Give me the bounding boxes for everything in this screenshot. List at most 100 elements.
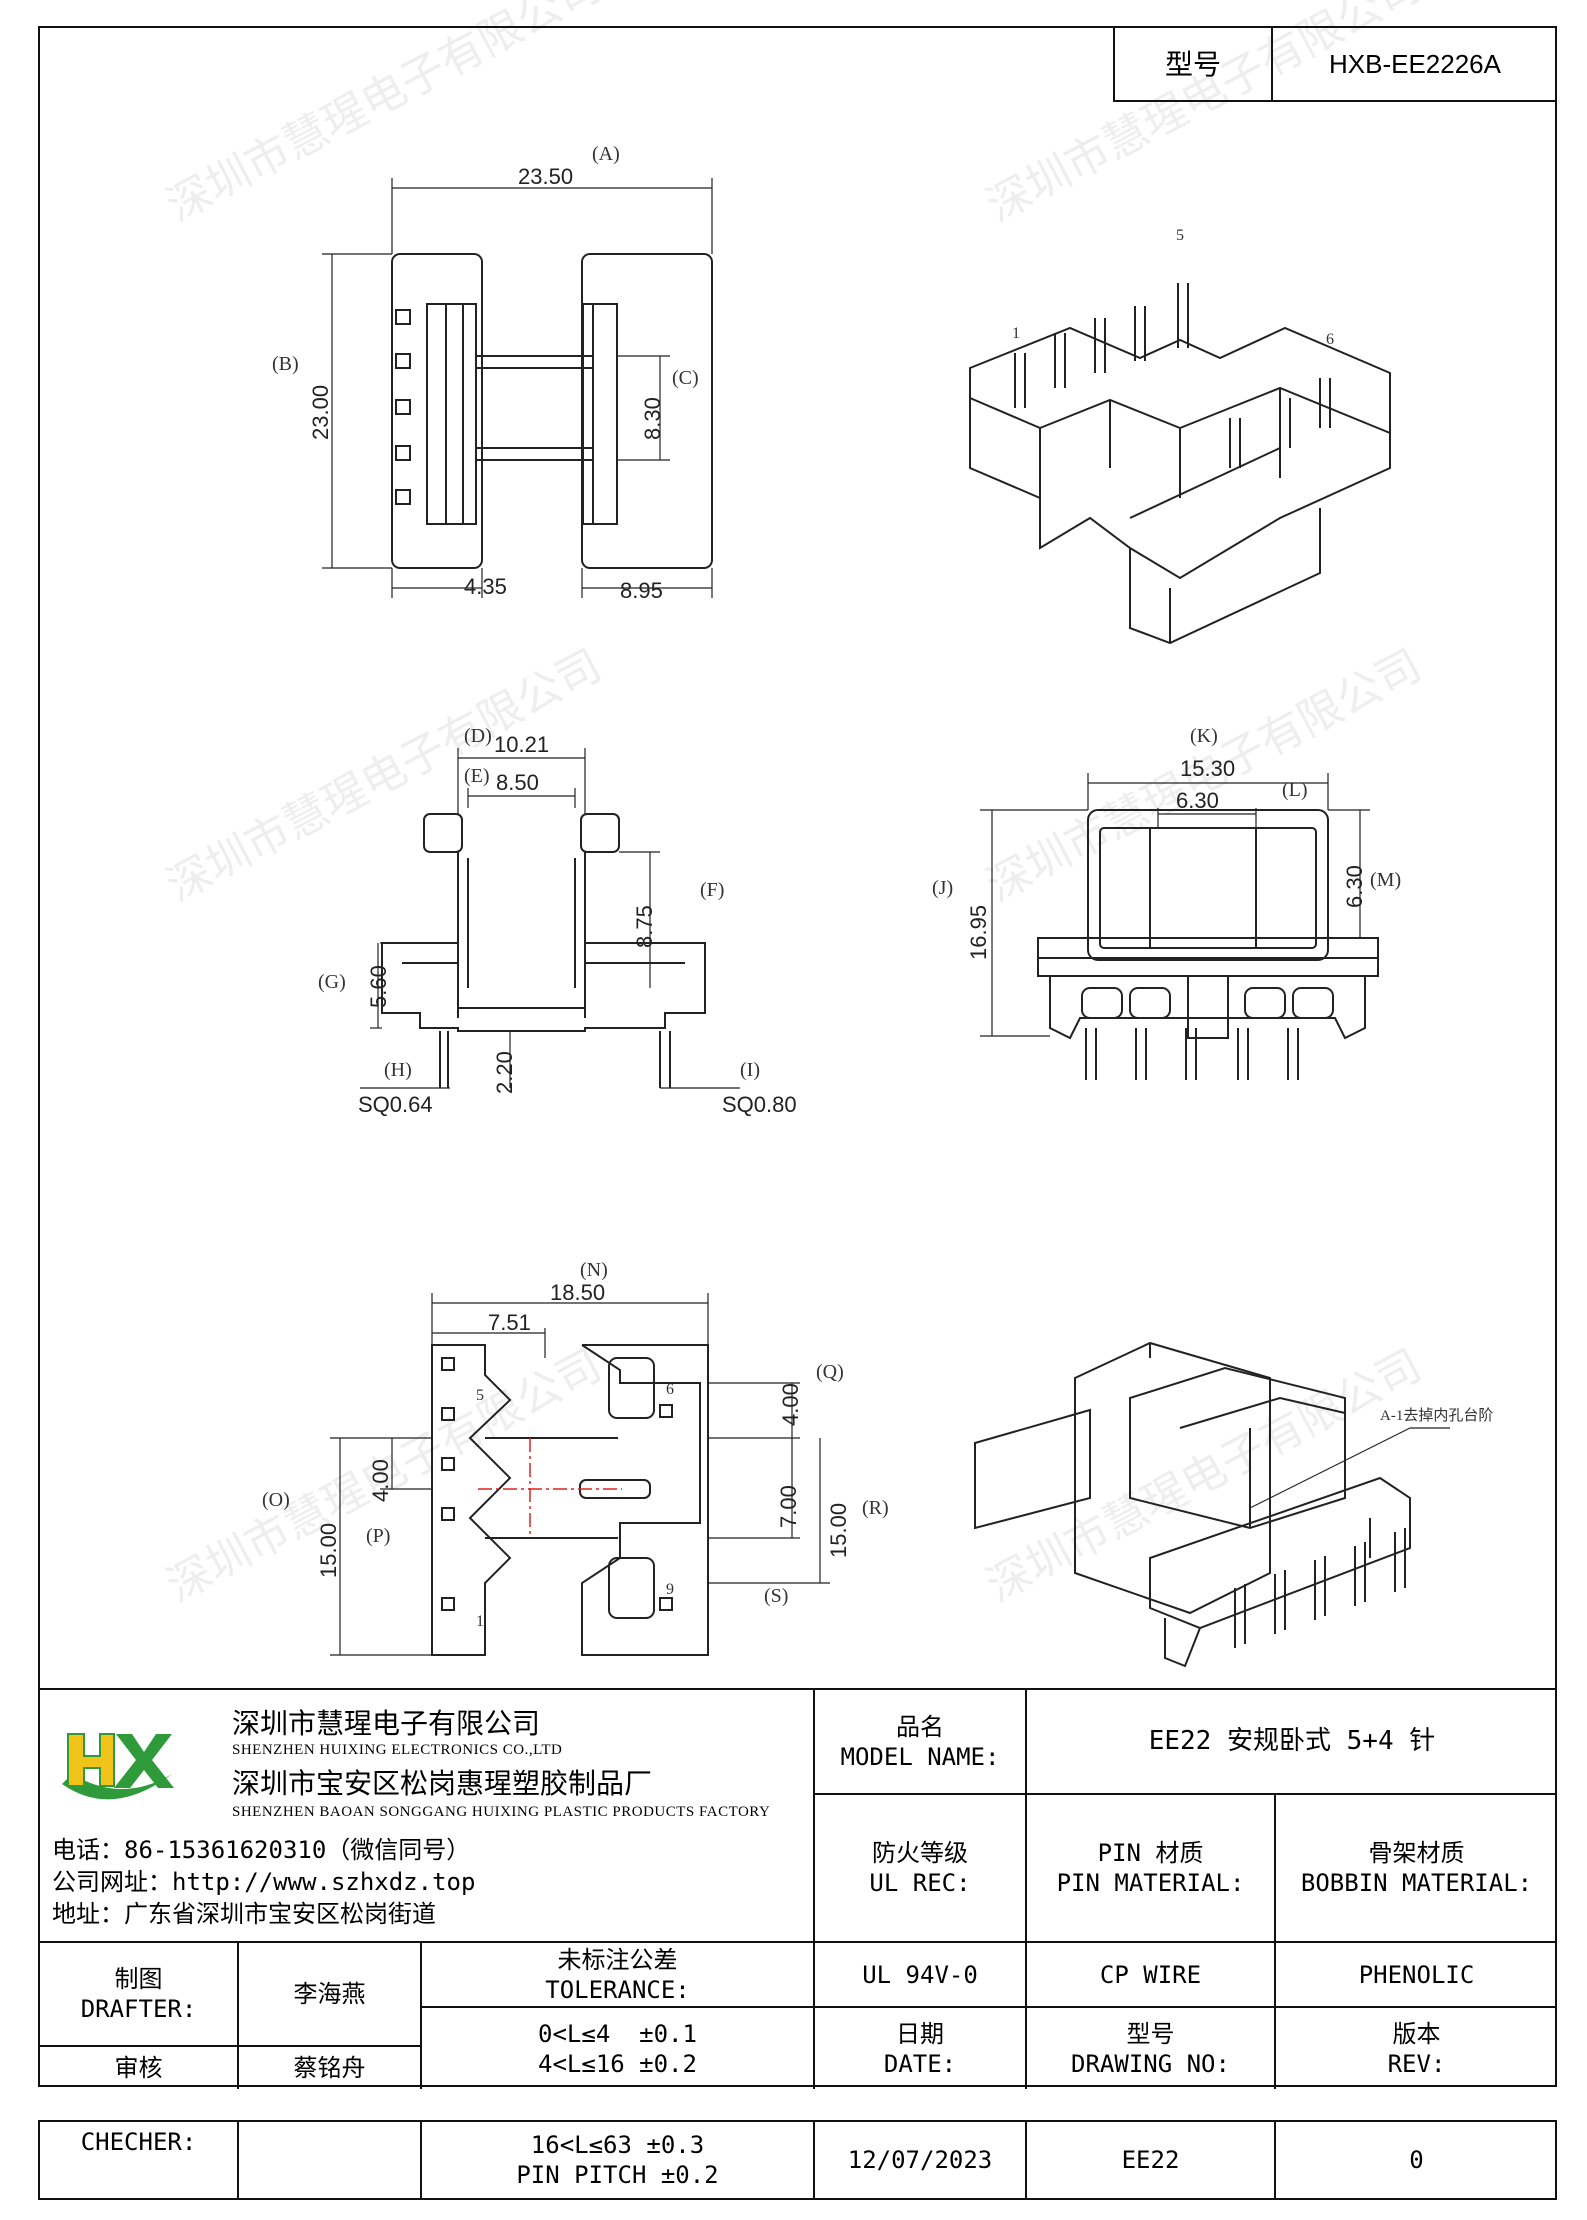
bottom-pin9-label: 9 (666, 1581, 674, 1598)
dim-G-label: (G) (318, 971, 346, 993)
tolerance-row-1: 0<L≤4 ±0.1 (538, 2019, 697, 2048)
company-logo (62, 1733, 174, 1800)
side-view (360, 748, 740, 1089)
dim-N-value: 18.50 (550, 1280, 605, 1305)
dim-pin-length-value: 2.20 (492, 1051, 517, 1094)
bottom-strip: CHECHER: 16<L≤63 ±0.3 PIN PITCH ±0.2 12/… (38, 2120, 1557, 2200)
tolerance-cn: 未标注公差 (557, 1945, 678, 1974)
dim-J-value: 16.95 (966, 905, 991, 960)
bottom-pin5-label: 5 (476, 1387, 484, 1404)
factory-name-en: SHENZHEN BAOAN SONGGANG HUIXING PLASTIC … (232, 1804, 771, 1820)
dim-P-value: 4.00 (368, 1459, 393, 1502)
dim-bottom-left-value: 7.51 (488, 1310, 531, 1335)
checker-label-cn: 审核 (114, 2054, 163, 2082)
dim-A-value: 23.50 (518, 164, 573, 189)
factory-name-cn: 深圳市宝安区松岗惠瑆塑胶制品厂 (232, 1767, 653, 1800)
dim-B-label: (B) (272, 353, 299, 375)
pin-material-en: PIN MATERIAL: (1056, 1869, 1245, 1897)
rev-en: REV: (1387, 2049, 1446, 2078)
top-view (322, 178, 713, 598)
checker-name: 蔡铭舟 (293, 2054, 366, 2082)
dim-top-right-value: 8.95 (620, 578, 663, 603)
front-view (980, 773, 1379, 1080)
drafter-name: 李海燕 (293, 1980, 366, 2008)
dim-K-label: (K) (1190, 725, 1218, 747)
ul-rec-label: 防火等级 UL REC: (815, 1795, 1025, 1941)
tolerance-rows-1: 0<L≤4 ±0.1 4<L≤16 ±0.2 (422, 2008, 813, 2089)
header-model-value: HXB-EE2226A (1271, 28, 1557, 102)
dim-M-value: 6.30 (1342, 865, 1367, 908)
bottom-pin6-label: 6 (666, 1381, 674, 1398)
dim-A-label: (A) (592, 143, 620, 165)
dim-F-label: (F) (700, 879, 724, 901)
model-name-en: MODEL NAME: (840, 1742, 1000, 1771)
dim-P-label: (P) (366, 1525, 390, 1547)
bobbin-material-label: 骨架材质 BOBBIN MATERIAL: (1276, 1795, 1557, 1941)
ul-rec-value: UL 94V-0 (862, 1960, 978, 1989)
drawing-sheet: 型号 HXB-EE2226A (38, 26, 1557, 2089)
dim-D-label: (D) (464, 725, 492, 747)
dim-M-label: (M) (1370, 869, 1401, 891)
company-block: HX 深圳市慧瑆电子有限公司 SHENZHEN HUIXING ELECTRON… (40, 1690, 813, 1942)
dim-D-value: 10.21 (494, 732, 549, 757)
dim-Q-value: 4.00 (778, 1383, 803, 1426)
dim-B-value: 23.00 (308, 385, 333, 440)
company-name-cn: 深圳市慧瑆电子有限公司 (232, 1707, 541, 1740)
dim-C-value: 8.30 (640, 397, 665, 440)
technical-drawing: (A) 23.50 (B) 23.00 (C) 8.30 4.35 8.95 (262, 143, 1493, 1668)
dim-G-value: 5.60 (366, 965, 391, 1008)
bottom-view (330, 1293, 830, 1656)
dim-Q-label: (Q) (816, 1361, 844, 1383)
tolerance-row-4: PIN PITCH ±0.2 (516, 2161, 719, 2189)
drawing-no-value: EE22 (1121, 2146, 1180, 2174)
checker-label-en: CHECHER: (80, 2128, 197, 2156)
dim-S-label: (S) (764, 1585, 788, 1607)
dim-H-value: SQ0.64 (358, 1092, 433, 1117)
dim-E-label: (E) (464, 765, 490, 787)
dim-J-label: (J) (932, 877, 953, 899)
dim-S-value: 7.00 (776, 1485, 801, 1528)
model-name-label: 品名 MODEL NAME: (815, 1690, 1025, 1793)
dim-L-value: 6.30 (1176, 788, 1219, 813)
tolerance-rows-2: 16<L≤63 ±0.3 PIN PITCH ±0.2 (422, 2122, 813, 2198)
company-website: 公司网址：http://www.szhxdz.top (52, 1868, 476, 1896)
dim-R-label: (R) (862, 1497, 889, 1519)
date-value: 12/07/2023 (847, 2146, 993, 2174)
drawing-no-cn: 型号 (1126, 2019, 1175, 2048)
ul-rec-cn: 防火等级 (872, 1839, 968, 1867)
bobbin-material-value: PHENOLIC (1358, 1960, 1475, 1989)
dim-top-left-value: 4.35 (464, 574, 507, 599)
drawing-no-en: DRAWING NO: (1071, 2049, 1230, 2078)
pin-material-label: PIN 材质 PIN MATERIAL: (1027, 1795, 1274, 1941)
drafter-cn: 制图 (114, 1965, 163, 1993)
company-name-en: SHENZHEN HUIXING ELECTRONICS CO.,LTD (232, 1742, 563, 1758)
dim-I-label: (I) (740, 1059, 760, 1081)
dim-E-value: 8.50 (496, 770, 539, 795)
tolerance-row-2: 4<L≤16 ±0.2 (538, 2049, 697, 2078)
dim-C-label: (C) (672, 367, 699, 389)
dim-K-value: 15.30 (1180, 756, 1235, 781)
rev-cn: 版本 (1392, 2019, 1441, 2048)
dim-F-value: 8.75 (632, 905, 657, 948)
ul-rec-en: UL REC: (869, 1869, 971, 1897)
iso-pin1-label: 1 (1012, 325, 1020, 342)
isometric-view-bottom (974, 1341, 1450, 1668)
iso-bottom-note: A-1去掉内孔台阶 (1380, 1407, 1493, 1424)
drawing-no-label: 型号 DRAWING NO: (1027, 2008, 1274, 2089)
dim-L-label: (L) (1282, 779, 1308, 801)
model-name-value: EE22 安规卧式 5+4 针 (1148, 1726, 1436, 1757)
bottom-pin1-label: 1 (476, 1613, 484, 1630)
drafter-en: DRAFTER: (80, 1995, 197, 2023)
bobbin-material-en: BOBBIN MATERIAL: (1300, 1869, 1533, 1897)
company-phone: 电话：86-15361620310（微信同号） (52, 1836, 471, 1864)
dim-O-label: (O) (262, 1489, 290, 1511)
dim-I-value: SQ0.80 (722, 1092, 797, 1117)
company-address: 地址：广东省深圳市宝安区松岗街道 (52, 1900, 436, 1928)
pin-material-value: CP WIRE (1099, 1960, 1202, 1989)
date-cn: 日期 (896, 2019, 944, 2048)
rev-value: 0 (1409, 2146, 1424, 2174)
dim-O-value: 15.00 (316, 1523, 341, 1578)
date-label: 日期 DATE: (815, 2008, 1025, 2089)
dim-N-label: (N) (580, 1259, 608, 1281)
rev-label: 版本 REV: (1276, 2008, 1557, 2089)
